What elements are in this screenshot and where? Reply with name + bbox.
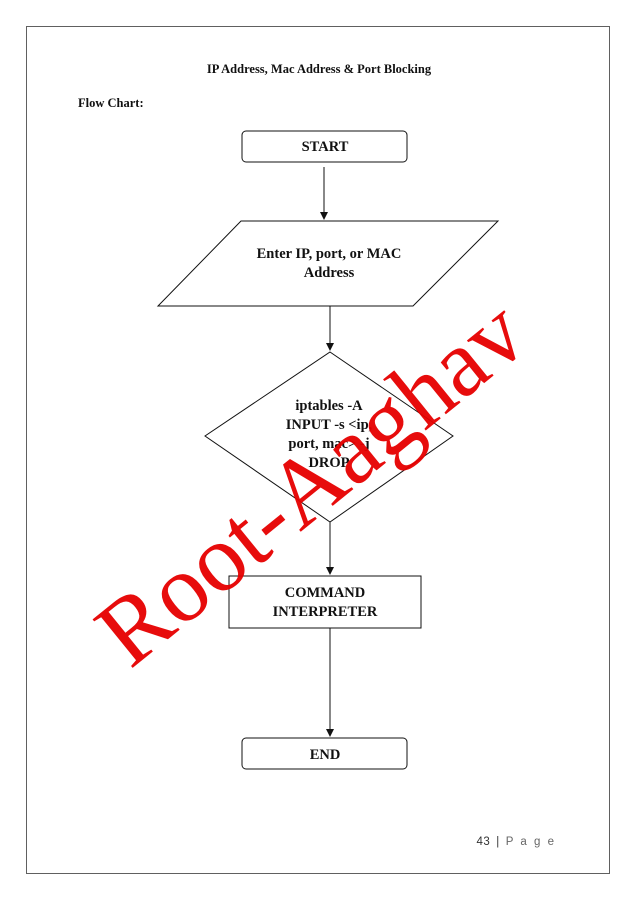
decision-label-line-2: INPUT -s <ip,: [286, 417, 373, 433]
page-border: [26, 26, 610, 874]
page-footer: 43 | P a g e: [476, 836, 556, 848]
page-number: 43: [476, 836, 491, 848]
decision-label-line-4: DROP: [308, 455, 349, 471]
decision-label-line-1: iptables -A: [295, 398, 363, 414]
footer-separator: |: [496, 836, 500, 848]
input-label-line-2: Address: [304, 265, 355, 281]
input-node: [156, 220, 500, 307]
start-label: START: [302, 139, 349, 155]
page-title: IP Address, Mac Address & Port Blocking: [206, 62, 432, 76]
end-node: [241, 737, 408, 770]
process-node: [228, 575, 422, 629]
process-label-line-1: COMMAND: [285, 585, 366, 601]
process-label-line-2: INTERPRETER: [273, 604, 378, 620]
end-label: END: [310, 747, 341, 763]
page-label: P a g e: [505, 836, 556, 848]
section-heading: Flow Chart:: [78, 96, 144, 110]
input-label-line-1: Enter IP, port, or MAC: [257, 246, 402, 262]
start-node: [241, 130, 408, 163]
decision-label-line-3: port, mac> -j: [288, 436, 369, 452]
